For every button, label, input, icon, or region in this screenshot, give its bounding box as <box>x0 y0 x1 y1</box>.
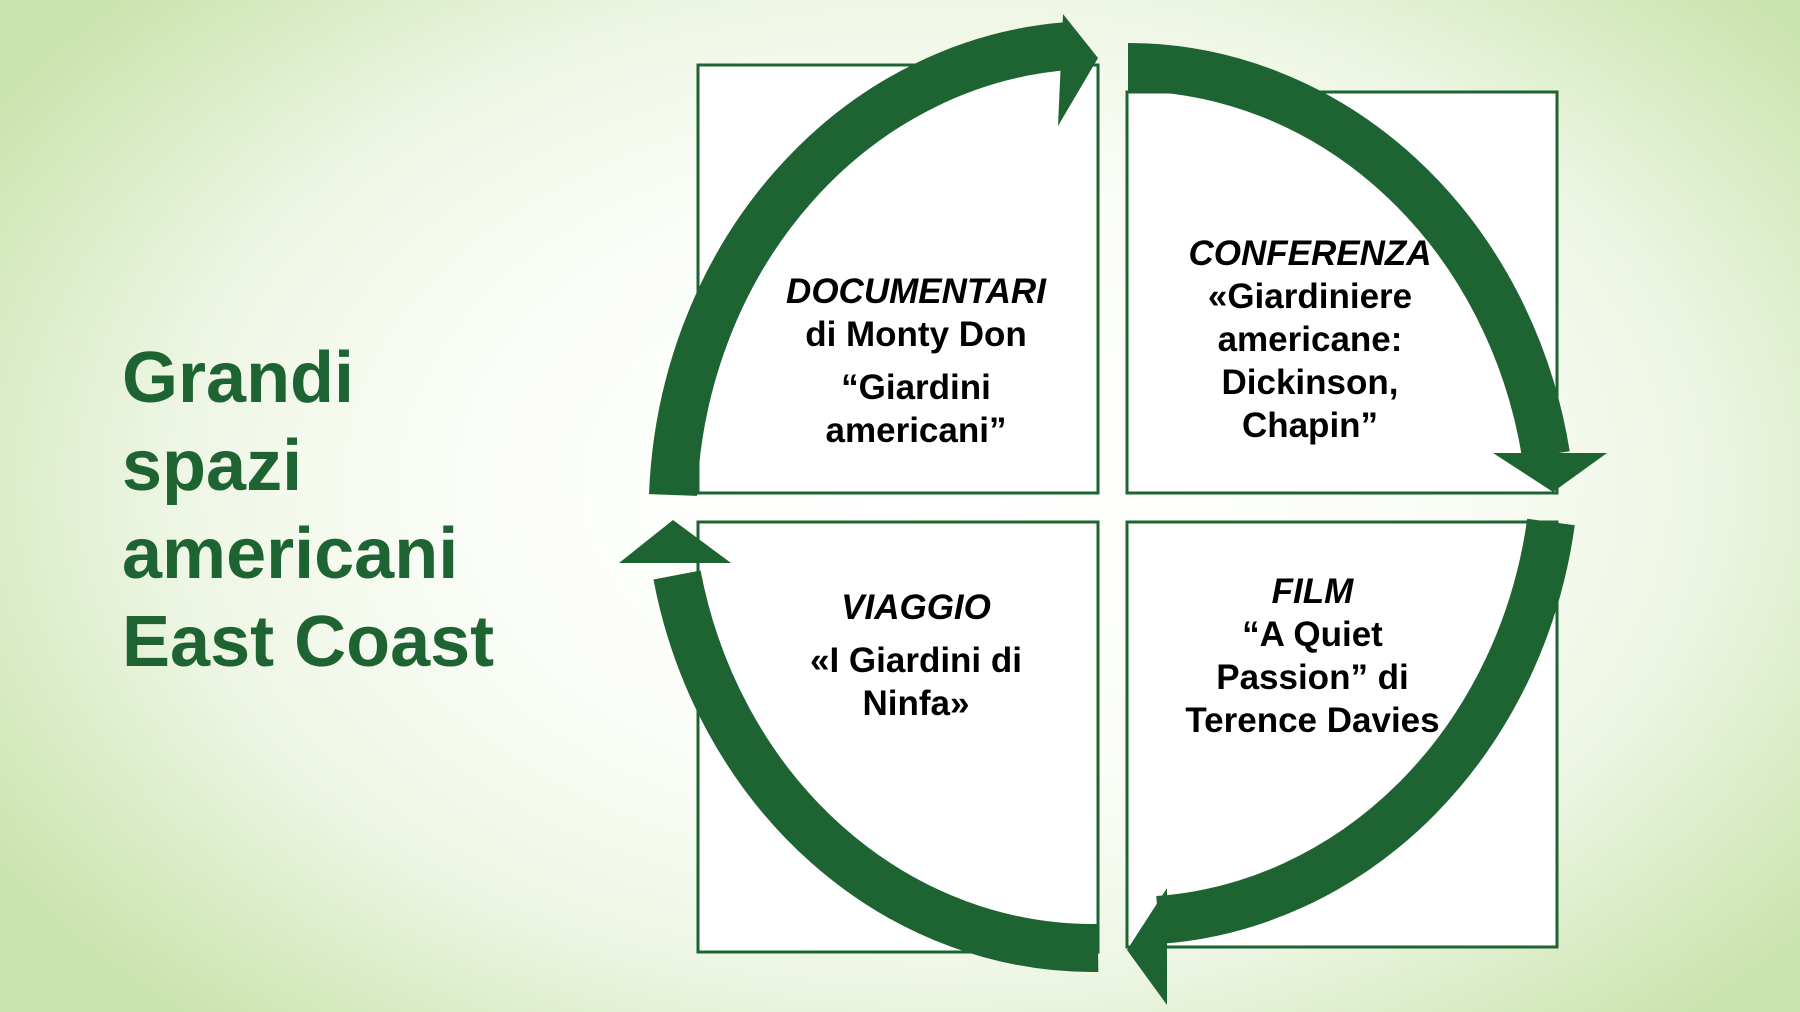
quadrant-text-conferenza: CONFERENZA «Giardiniere americane: Dicki… <box>1160 232 1460 447</box>
arrow-head-right <box>1493 453 1607 492</box>
quadrant-category: DOCUMENTARI <box>786 272 1046 311</box>
quadrant-text-documentari: DOCUMENTARI di Monty Don “Giardini ameri… <box>728 270 1104 452</box>
arrow-head-top <box>1058 14 1098 126</box>
cycle-arc-top-left <box>649 22 1070 496</box>
quadrant-line: Ninfa» <box>862 684 970 723</box>
quadrant-category: VIAGGIO <box>841 588 991 627</box>
cycle-arc-bottom-left <box>653 570 1099 973</box>
quadrant-box-documentari <box>696 63 1100 495</box>
quadrant-text-film: FILM “A Quiet Passion” di Terence Davies <box>1160 570 1465 742</box>
quadrant-text-viaggio: VIAGGIO «I Giardini di Ninfa» <box>766 586 1066 725</box>
cycle-arc-top-right <box>1127 43 1570 459</box>
title-line: Grandi <box>122 338 355 418</box>
quadrant-line: Passion” di <box>1216 658 1409 697</box>
cycle-arc-bottom-right <box>1156 518 1575 944</box>
quadrant-line: «I Giardini di <box>810 641 1022 680</box>
quadrant-line: «Giardiniere <box>1207 277 1413 316</box>
quadrant-line: Dickinson, <box>1221 363 1399 402</box>
quadrant-line: Chapin” <box>1241 406 1379 445</box>
quadrant-line: di Monty Don <box>805 315 1027 354</box>
title-line: americani <box>122 514 459 594</box>
title-line: East Coast <box>122 602 495 682</box>
quadrant-category: FILM <box>1271 572 1354 611</box>
arrow-head-bottom <box>1127 888 1167 1005</box>
quadrant-line: americani” <box>825 411 1007 450</box>
quadrant-line: “Giardini <box>841 368 991 407</box>
slide-title: Grandi spazi americani East Coast <box>122 334 542 686</box>
arrow-head-left <box>619 520 731 563</box>
title-line: spazi <box>122 426 303 506</box>
quadrant-category: CONFERENZA <box>1188 234 1432 273</box>
quadrant-line: Terence Davies <box>1185 701 1440 740</box>
quadrant-line: americane: <box>1217 320 1403 359</box>
quadrant-line: “A Quiet <box>1242 615 1383 654</box>
